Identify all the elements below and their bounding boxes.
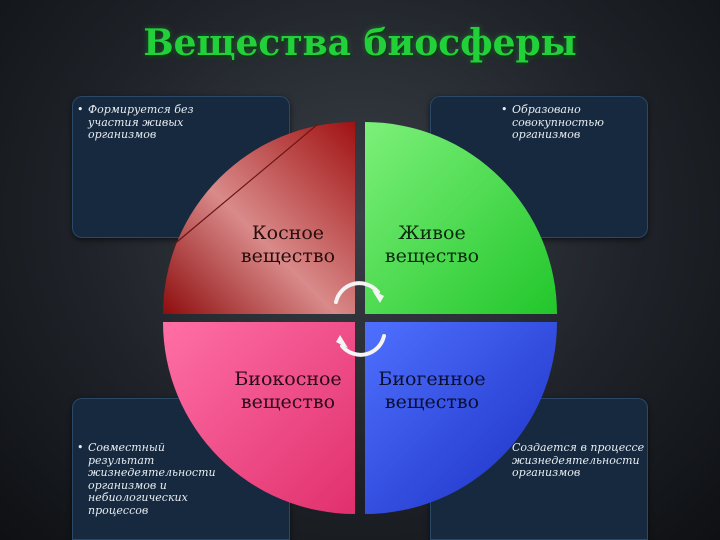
note-bottom-left: • Совместный результат жизнедеятельности … (77, 441, 218, 517)
note-top-right: • Образовано совокупностью организмов (501, 103, 622, 142)
label-kosnoe-line1: Косное (251, 222, 325, 244)
note-bottom-right-text: Создается в процессе жизнедеятельности о… (512, 441, 645, 479)
label-zhivoe-line1: Живое (398, 222, 466, 244)
label-kosnoe: Косное вещество (218, 222, 358, 268)
note-top-left: • Формируется без участия живых организмо… (77, 103, 208, 142)
label-biokosnoe-line1: Биокосное (234, 368, 342, 390)
label-biokosnoe-line2: вещество (240, 391, 336, 413)
quadrant-kosnoe (163, 122, 355, 314)
cycle-arrows-icon (334, 281, 386, 357)
label-biogennoe-line1: Биогенное (378, 368, 486, 390)
bullet-icon: • (77, 441, 84, 454)
bullet-icon: • (77, 103, 84, 116)
quadrant-highlight-line (171, 123, 319, 247)
note-bottom-left-text: Совместный результат жизнедеятельности о… (88, 441, 216, 517)
label-biokosnoe: Биокосное вещество (218, 368, 358, 414)
note-top-right-text: Образовано совокупностью организмов (512, 103, 604, 141)
label-kosnoe-line2: вещество (240, 245, 336, 267)
note-top-left-text: Формируется без участия живых организмов (88, 103, 194, 141)
note-bottom-right: Создается в процессе жизнедеятельности о… (512, 441, 647, 480)
slide-title: Вещества биосферы (143, 22, 577, 64)
label-biogennoe-line2: вещество (384, 391, 480, 413)
quadrant-biogennoe (365, 322, 557, 514)
quadrant-zhivoe (365, 122, 557, 314)
quadrant-biokosnoe (163, 322, 355, 514)
label-biogennoe: Биогенное вещество (362, 368, 502, 414)
bullet-icon: • (501, 103, 508, 116)
label-zhivoe-line2: вещество (384, 245, 480, 267)
label-zhivoe: Живое вещество (362, 222, 502, 268)
